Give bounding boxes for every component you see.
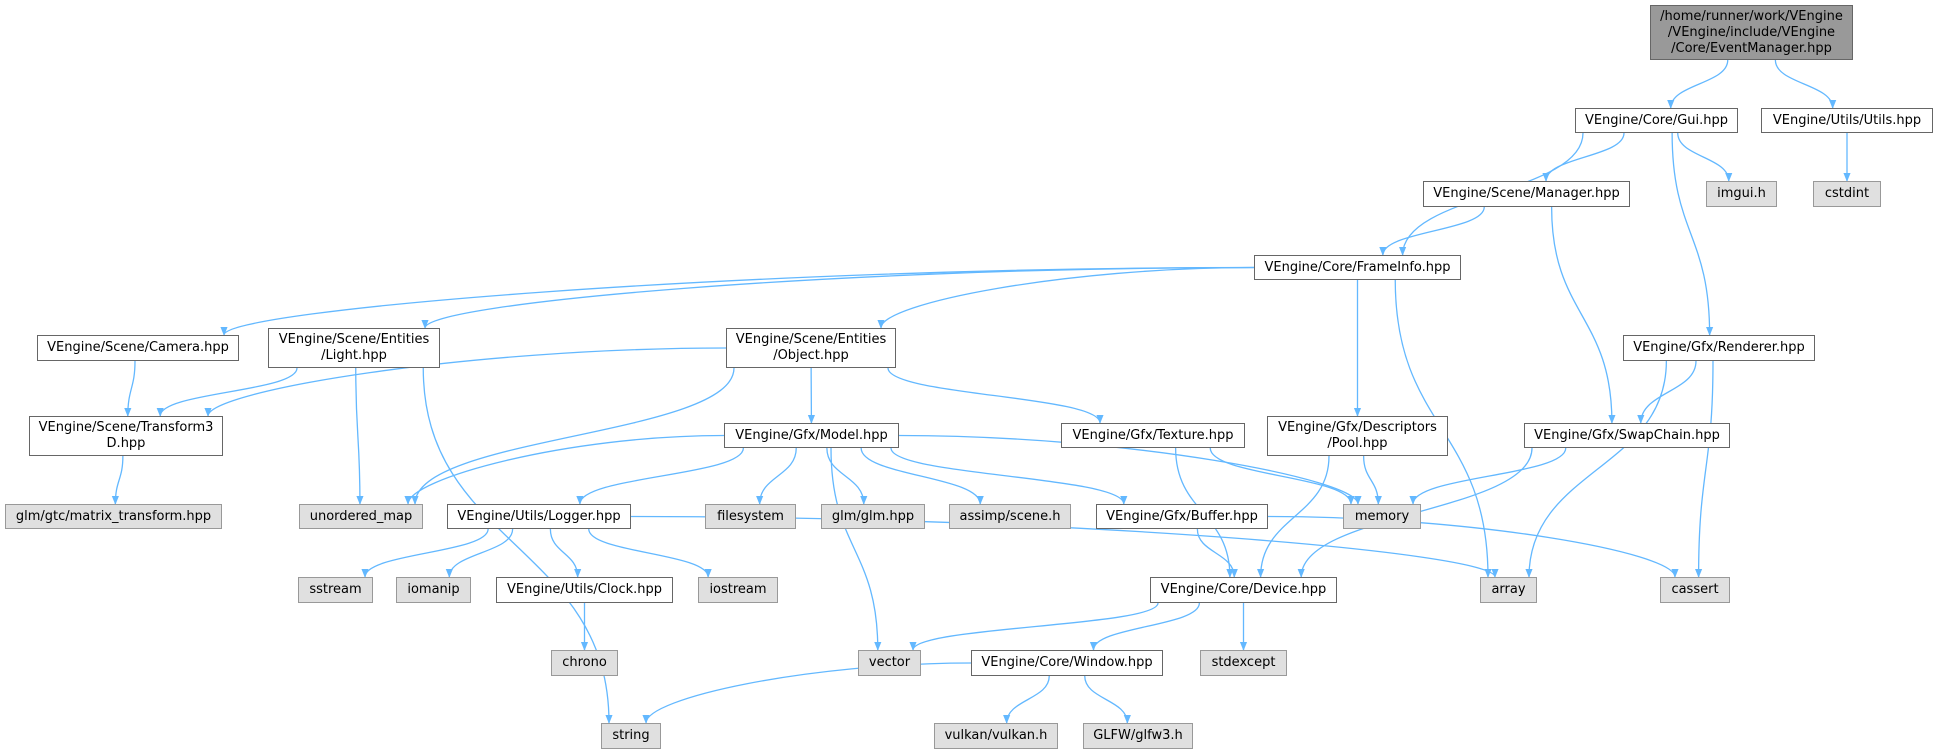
edge-manager-to-swapchain	[1550, 206, 1616, 424]
edge-model-to-umap	[404, 434, 725, 505]
node-vector: vector	[858, 650, 921, 676]
node-renderer[interactable]: VEngine/Gfx/Renderer.hpp	[1623, 335, 1815, 361]
edge-renderer-to-array	[1525, 360, 1668, 578]
edge-model-to-logger	[576, 447, 745, 505]
edge-logger-to-iostream	[588, 528, 712, 578]
node-matrix: glm/gtc/matrix_transform.hpp	[5, 504, 222, 529]
edge-renderer-to-swapchain	[1637, 360, 1697, 424]
edge-object-to-texture	[887, 367, 1104, 424]
node-texture[interactable]: VEngine/Gfx/Texture.hpp	[1061, 423, 1245, 448]
node-cstdint: cstdint	[1813, 181, 1881, 207]
node-chrono: chrono	[551, 650, 618, 676]
edge-logger-to-array	[630, 515, 1499, 578]
edge-frameinfo-to-camera	[220, 266, 1255, 336]
edge-window-to-glfw	[1084, 675, 1131, 724]
node-memory: memory	[1343, 504, 1421, 529]
edge-logger-to-sstream	[361, 528, 489, 578]
node-light[interactable]: VEngine/Scene/Entities /Light.hpp	[268, 328, 440, 368]
edge-gui-to-manager	[1542, 132, 1625, 182]
edge-em-to-gui	[1667, 59, 1729, 109]
edge-transform-to-matrix	[111, 455, 124, 505]
edge-frameinfo-to-light	[421, 266, 1255, 329]
edge-gui-to-renderer	[1671, 132, 1714, 336]
edge-light-to-transform	[156, 367, 298, 417]
edge-camera-to-transform	[124, 360, 136, 417]
edge-model-to-glm	[826, 447, 868, 505]
node-manager[interactable]: VEngine/Scene/Manager.hpp	[1423, 181, 1630, 207]
node-clock[interactable]: VEngine/Utils/Clock.hpp	[496, 577, 673, 603]
root-node: /home/runner/work/VEngine /VEngine/inclu…	[1650, 5, 1853, 60]
edge-device-to-vector	[909, 602, 1159, 651]
edge-window-to-string	[642, 662, 972, 724]
node-array: array	[1480, 577, 1537, 603]
edge-object-to-transform	[204, 347, 727, 417]
node-camera[interactable]: VEngine/Scene/Camera.hpp	[37, 335, 239, 361]
node-iostream: iostream	[698, 577, 778, 603]
edge-model-to-assimp	[860, 447, 984, 505]
node-iomanip: iomanip	[396, 577, 471, 603]
node-sstream: sstream	[298, 577, 373, 603]
edge-em-to-utils	[1774, 59, 1837, 109]
node-object[interactable]: VEngine/Scene/Entities /Object.hpp	[726, 328, 896, 368]
node-stdexcept: stdexcept	[1200, 650, 1287, 676]
edge-gui-to-imgui	[1677, 132, 1733, 182]
edge-light-to-umap	[355, 367, 364, 505]
edge-texture-to-memory	[1209, 447, 1355, 505]
edge-model-to-filesystem	[756, 447, 797, 505]
node-buffer[interactable]: VEngine/Gfx/Buffer.hpp	[1096, 504, 1268, 529]
edge-buffer-to-device	[1196, 528, 1238, 578]
node-cassert: cassert	[1660, 577, 1730, 603]
node-model[interactable]: VEngine/Gfx/Model.hpp	[724, 423, 899, 448]
node-window[interactable]: VEngine/Core/Window.hpp	[971, 650, 1163, 676]
node-assimp: assimp/scene.h	[949, 504, 1071, 529]
node-transform[interactable]: VEngine/Scene/Transform3 D.hpp	[29, 416, 223, 456]
edge-device-to-window	[1089, 602, 1201, 651]
node-utils[interactable]: VEngine/Utils/Utils.hpp	[1761, 108, 1933, 133]
edge-logger-to-iomanip	[445, 528, 514, 578]
node-imgui: imgui.h	[1706, 181, 1777, 207]
edge-logger-to-clock	[549, 528, 582, 578]
node-filesystem: filesystem	[705, 504, 796, 529]
node-swapchain[interactable]: VEngine/Gfx/SwapChain.hpp	[1524, 423, 1730, 448]
edge-object-to-umap	[411, 367, 735, 505]
node-gui[interactable]: VEngine/Core/Gui.hpp	[1575, 108, 1738, 133]
edge-pool-to-memory	[1362, 455, 1382, 505]
node-pool[interactable]: VEngine/Gfx/Descriptors /Pool.hpp	[1267, 416, 1448, 456]
edge-manager-to-frameinfo	[1379, 206, 1485, 256]
edge-model-to-memory	[898, 434, 1362, 505]
node-string: string	[601, 723, 661, 749]
edge-model-to-vector	[830, 447, 882, 651]
node-device[interactable]: VEngine/Core/Device.hpp	[1150, 577, 1337, 603]
node-logger[interactable]: VEngine/Utils/Logger.hpp	[447, 504, 631, 529]
edge-frameinfo-to-object	[877, 266, 1255, 329]
edge-renderer-to-cassert	[1695, 360, 1714, 578]
node-vulkan: vulkan/vulkan.h	[934, 723, 1058, 749]
edge-window-to-vulkan	[1003, 675, 1050, 724]
edge-swapchain-to-memory	[1409, 447, 1567, 505]
node-umap: unordered_map	[299, 504, 423, 529]
node-glfw: GLFW/glfw3.h	[1083, 723, 1193, 749]
node-frameinfo[interactable]: VEngine/Core/FrameInfo.hpp	[1254, 255, 1461, 280]
node-glm: glm/glm.hpp	[821, 504, 925, 529]
edge-model-to-buffer	[890, 447, 1128, 505]
